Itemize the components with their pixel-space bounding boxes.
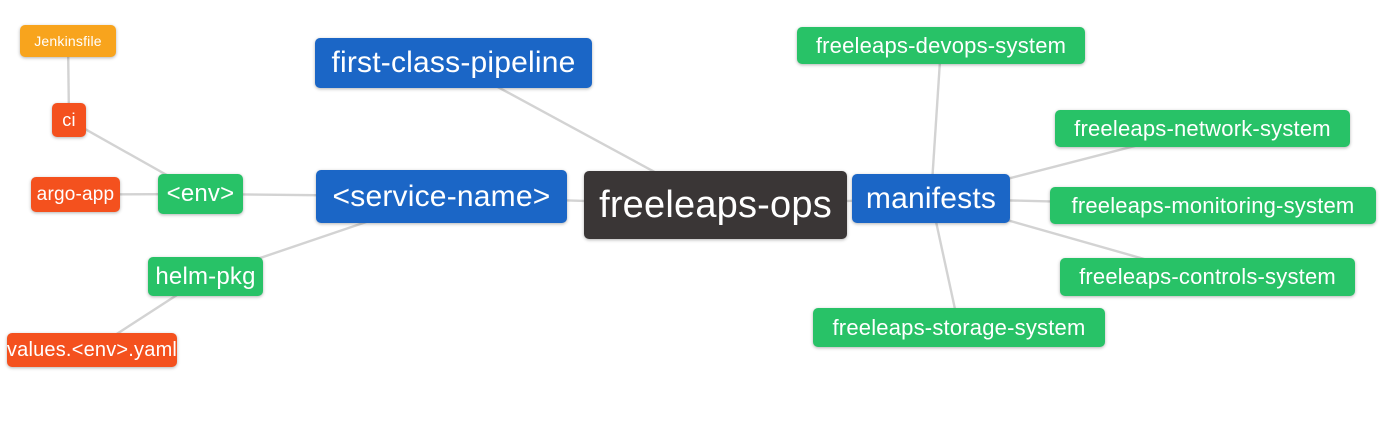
mindmap-node-freeleaps-controls-system[interactable]: freeleaps-controls-system [1060, 258, 1355, 296]
mindmap-node-env[interactable]: <env> [158, 174, 243, 214]
mindmap-node-jenkinsfile[interactable]: Jenkinsfile [20, 25, 116, 57]
mindmap-node-helm-pkg[interactable]: helm-pkg [148, 257, 263, 296]
mindmap-node-freeleaps-devops-system[interactable]: freeleaps-devops-system [797, 27, 1085, 64]
mindmap-node-freeleaps-network-system[interactable]: freeleaps-network-system [1055, 110, 1350, 147]
mindmap-node-argo-app[interactable]: argo-app [31, 177, 120, 212]
mindmap-node-service-name[interactable]: <service-name> [316, 170, 567, 223]
mindmap-node-first-class-pipeline[interactable]: first-class-pipeline [315, 38, 592, 88]
mindmap-node-freeleaps-monitoring-system[interactable]: freeleaps-monitoring-system [1050, 187, 1376, 224]
mindmap-node-ci[interactable]: ci [52, 103, 86, 137]
mindmap-node-manifests[interactable]: manifests [852, 174, 1010, 223]
mindmap-node-values-env-yaml[interactable]: values.<env>.yaml [7, 333, 177, 367]
mindmap-node-freeleaps-storage-system[interactable]: freeleaps-storage-system [813, 308, 1105, 347]
edge-manifests--freeleaps-devops-system [929, 45, 943, 199]
mindmap-node-freeleaps-ops[interactable]: freeleaps-ops [584, 171, 847, 239]
